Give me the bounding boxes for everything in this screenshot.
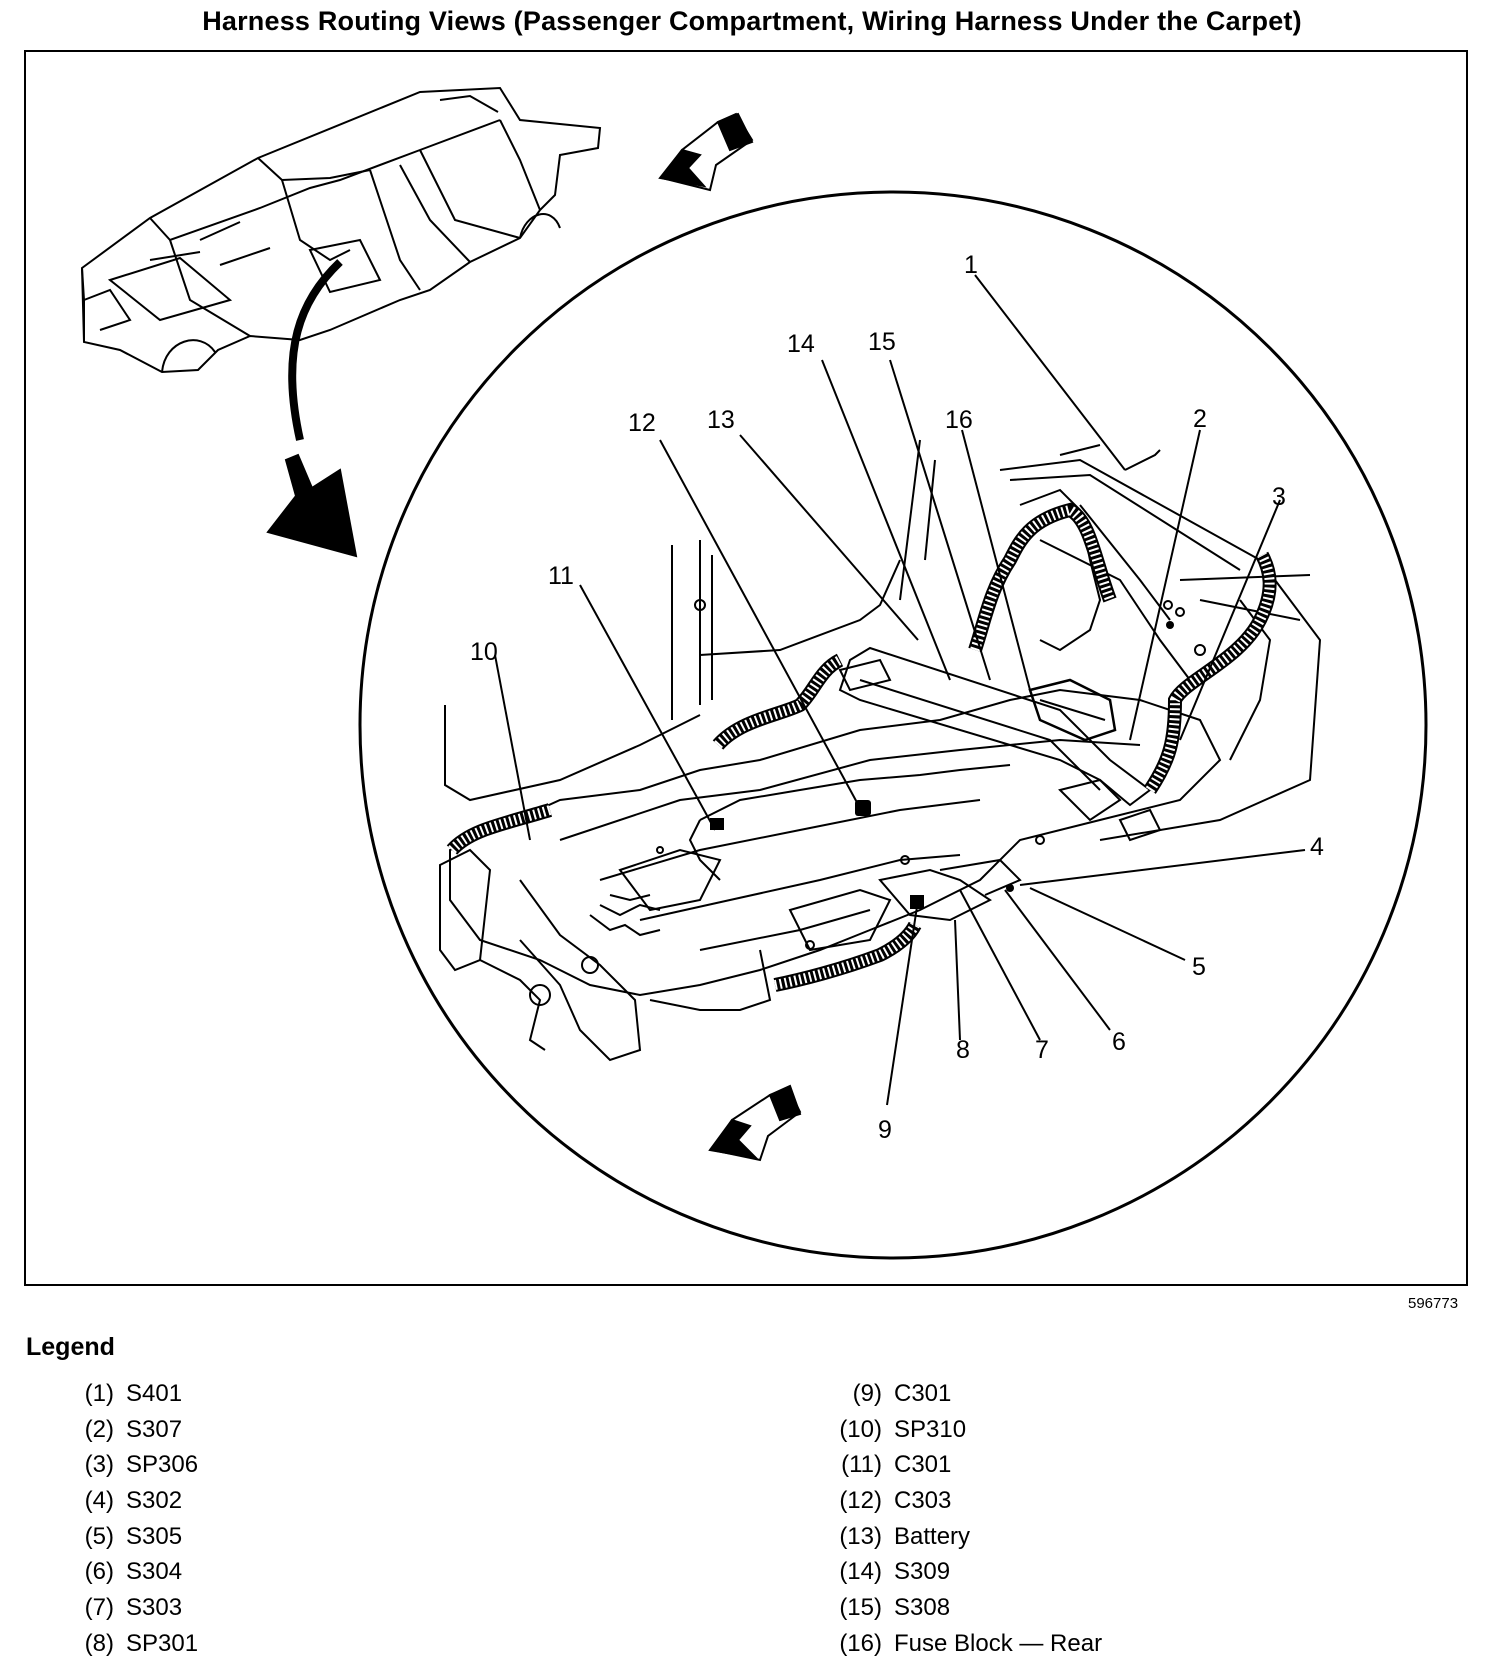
legend-item: (13) Battery xyxy=(826,1523,1102,1559)
legend-item: (7) S303 xyxy=(68,1594,198,1630)
legend-item-number: (8) xyxy=(84,1629,114,1657)
legend-item-label: S401 xyxy=(126,1380,183,1407)
legend-item: (11) C301 xyxy=(826,1451,1102,1487)
legend-item: (5) S305 xyxy=(68,1523,198,1559)
callout-2: 2 xyxy=(1193,405,1207,433)
legend-item-label: C301 xyxy=(894,1451,952,1479)
legend-item-label: S303 xyxy=(126,1594,183,1622)
floor-pan-illustration xyxy=(439,439,1322,1062)
legend-item-label: Battery xyxy=(894,1522,971,1550)
legend-item-label: S308 xyxy=(894,1594,951,1622)
zoom-arrow xyxy=(266,259,358,558)
callout-11: 11 xyxy=(548,562,574,590)
callout-15: 15 xyxy=(868,328,896,356)
front-direction-arrow-top xyxy=(658,112,754,192)
legend-item-number: (12) xyxy=(839,1487,882,1515)
callout-9: 9 xyxy=(878,1116,892,1144)
diagram-frame xyxy=(24,50,1468,1286)
legend-item-label: C301 xyxy=(894,1380,952,1407)
connector-c303-marker xyxy=(855,800,871,816)
legend-item-number: (1) xyxy=(84,1380,114,1407)
legend-item-label: C303 xyxy=(894,1487,952,1515)
legend-item: (9) C301 xyxy=(826,1380,1102,1416)
callout-4: 4 xyxy=(1310,833,1324,861)
legend-item: (15) S308 xyxy=(826,1594,1102,1630)
legend-item-number: (9) xyxy=(852,1380,882,1407)
callout-12: 12 xyxy=(628,409,656,437)
callout-3: 3 xyxy=(1272,483,1286,511)
legend-item-number: (16) xyxy=(839,1629,882,1657)
legend-item-label: S305 xyxy=(126,1522,183,1550)
legend-item: (2) S307 xyxy=(68,1416,198,1452)
legend-item-label: S309 xyxy=(894,1558,951,1586)
legend-item: (12) C303 xyxy=(826,1487,1102,1523)
front-direction-arrow-bottom xyxy=(708,1084,802,1162)
legend-item: (1) S401 xyxy=(68,1380,198,1416)
legend-item-label: S304 xyxy=(126,1558,183,1586)
legend-item-label: SP301 xyxy=(126,1629,199,1657)
legend-item-number: (6) xyxy=(84,1558,114,1586)
legend-item-number: (10) xyxy=(839,1415,882,1443)
figure-number: 596773 xyxy=(1408,1295,1459,1312)
legend-column-left: (1) S401 (2) S307 (3) SP306 (4) S302 (5) S305… xyxy=(85,1380,198,1666)
callout-6: 6 xyxy=(1112,1028,1126,1056)
legend-item: (3) SP306 xyxy=(68,1451,198,1487)
detail-view-circle xyxy=(358,190,1428,1260)
legend-item-number: (2) xyxy=(84,1415,114,1443)
car-body-illustration xyxy=(80,86,602,374)
legend-item-number: (3) xyxy=(84,1451,114,1479)
callout-8: 8 xyxy=(956,1036,970,1064)
connector-markers xyxy=(710,621,1174,909)
legend-item-number: (14) xyxy=(839,1558,882,1586)
legend-item-label: SP310 xyxy=(894,1415,967,1443)
legend-item: (6) S304 xyxy=(68,1558,198,1594)
legend-column-right: (9) C301 (10) SP310 (11) C301 (12) C303 (13)… xyxy=(826,1380,1102,1666)
legend-item-number: (11) xyxy=(841,1451,882,1479)
legend-item-label: Fuse Block — Rear xyxy=(894,1629,1103,1657)
callout-14: 14 xyxy=(787,330,815,358)
legend-item: (14) S309 xyxy=(826,1558,1102,1594)
callout-7: 7 xyxy=(1035,1036,1049,1064)
legend-item: (8) SP301 xyxy=(68,1630,198,1666)
callout-16: 16 xyxy=(945,406,973,434)
legend-item-number: (13) xyxy=(839,1522,882,1550)
callout-5: 5 xyxy=(1192,953,1206,981)
callout-10: 10 xyxy=(470,638,498,666)
legend-item: (10) SP310 xyxy=(826,1416,1102,1452)
legend-item-label: S307 xyxy=(126,1415,183,1443)
callout-1: 1 xyxy=(964,251,978,279)
splice-marker xyxy=(1006,884,1014,892)
leader-lines xyxy=(494,274,1306,1106)
legend-item-label: S302 xyxy=(126,1487,183,1515)
callout-13: 13 xyxy=(707,406,735,434)
diagram-title: Harness Routing Views (Passenger Compart… xyxy=(202,6,1302,36)
legend-item-number: (15) xyxy=(839,1594,882,1622)
legend-item-label: SP306 xyxy=(126,1451,199,1479)
legend-item: (16) Fuse Block — Rear xyxy=(826,1630,1102,1666)
legend-item-number: (7) xyxy=(84,1594,114,1622)
legend-item: (4) S302 xyxy=(68,1487,198,1523)
legend-item-number: (5) xyxy=(84,1522,114,1550)
callout-labels: 1 2 3 4 5 6 7 8 9 10 11 12 13 14 15 16 xyxy=(470,251,1324,1144)
legend-heading: Legend xyxy=(26,1333,115,1361)
legend-item-number: (4) xyxy=(84,1487,114,1515)
